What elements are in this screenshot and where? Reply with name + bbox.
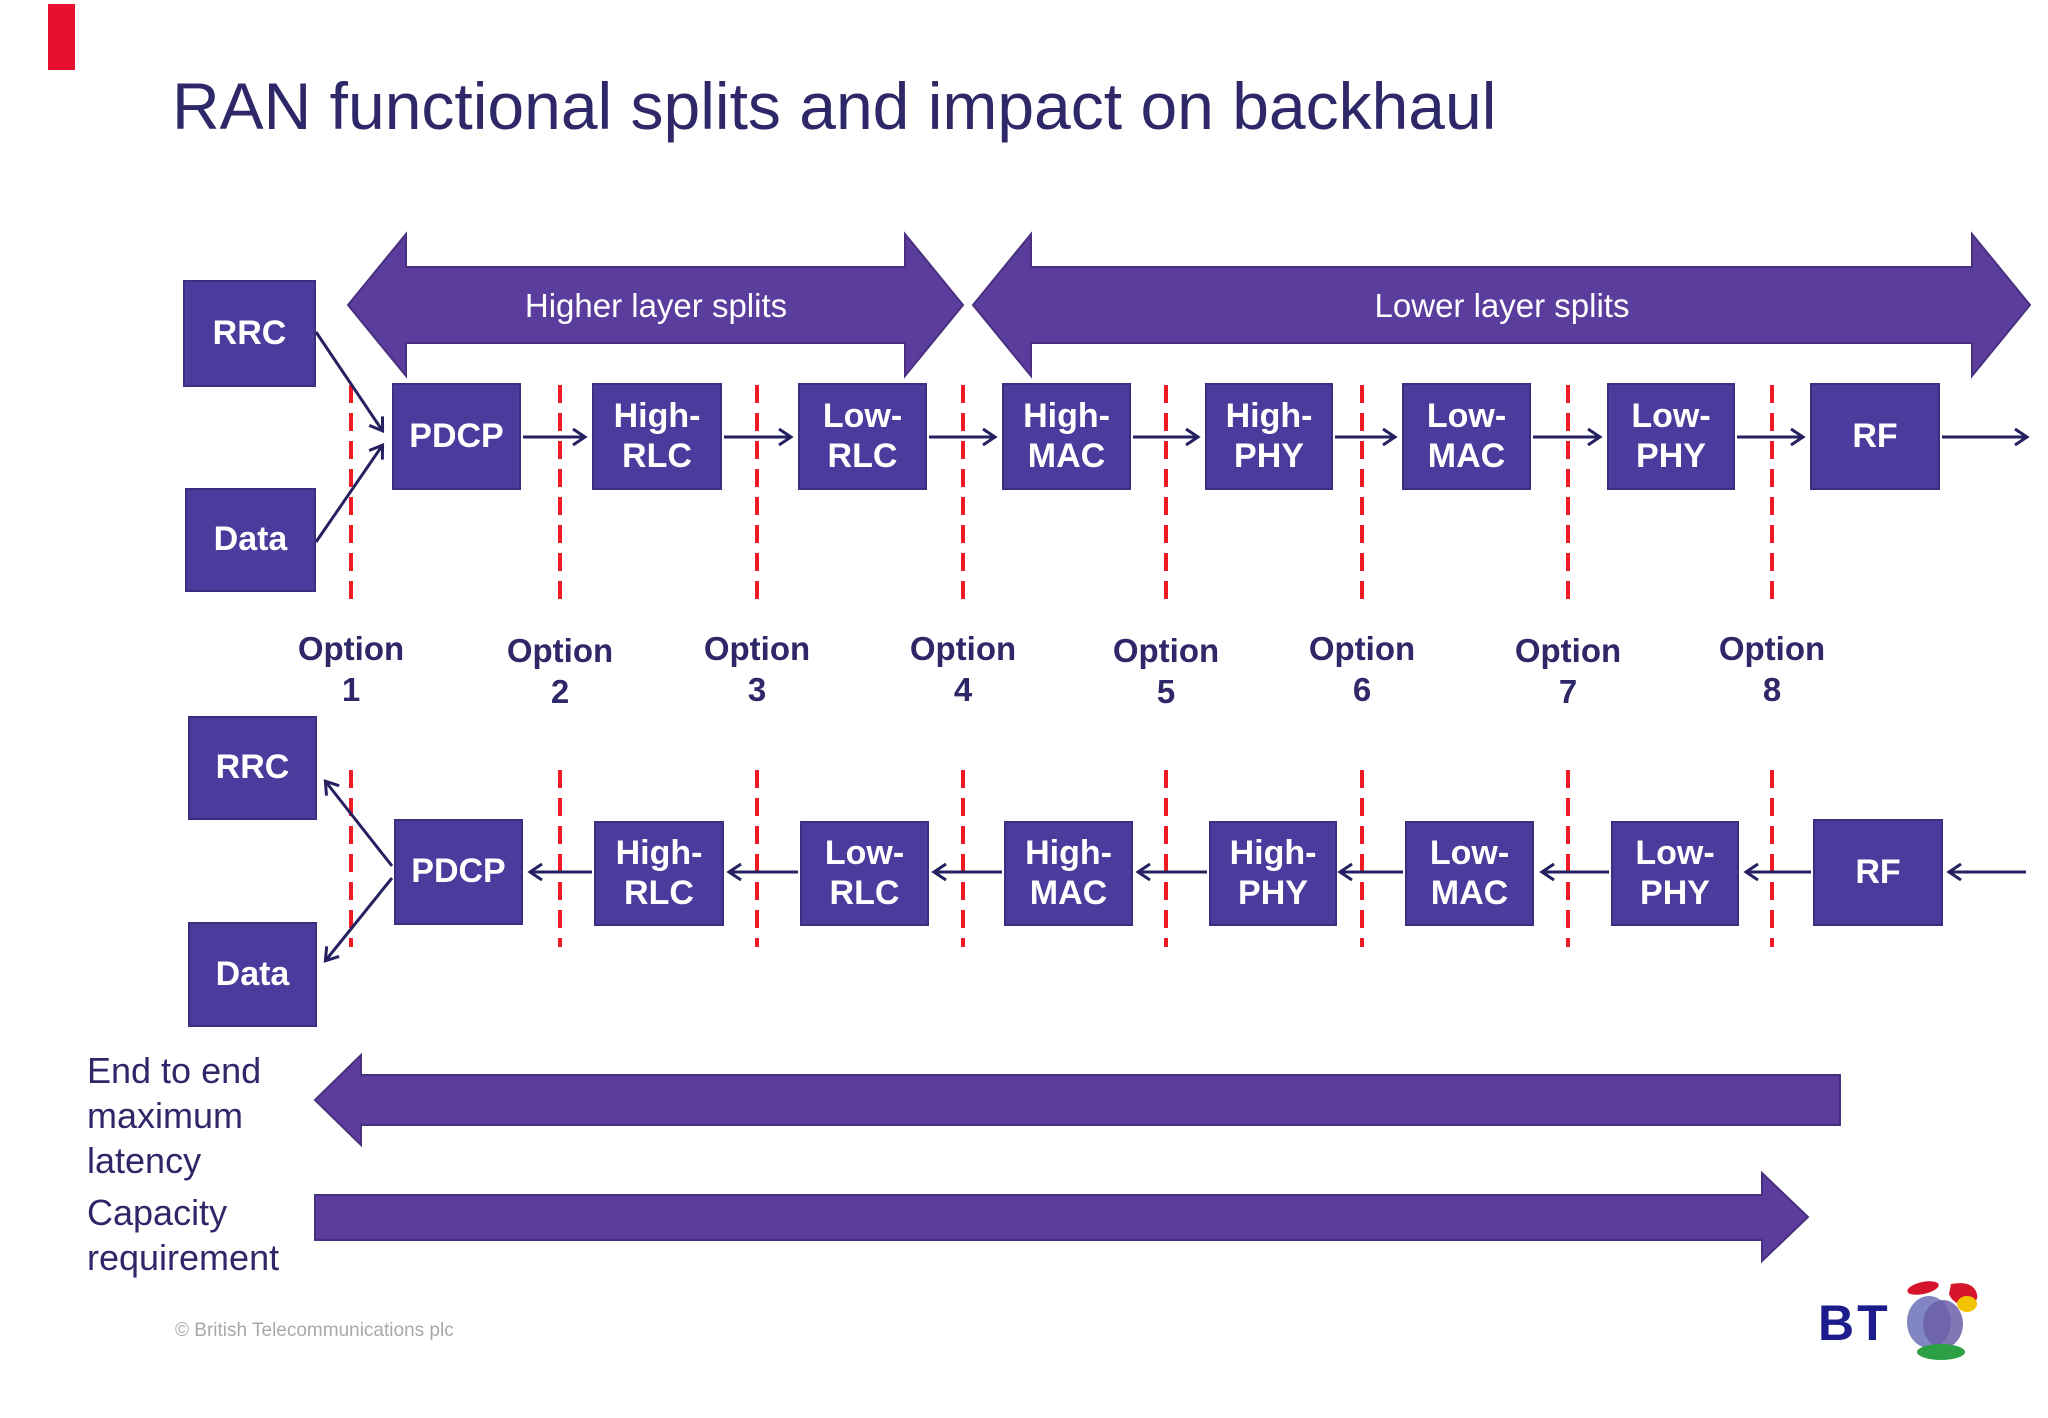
page-title: RAN functional splits and impact on back… xyxy=(172,69,1497,143)
bt-wordmark: BT xyxy=(1818,1295,1891,1351)
high-rlc-box-top: High- RLC xyxy=(592,383,722,490)
low-mac-box-bottom: Low- MAC xyxy=(1405,821,1534,926)
capacity-arrow xyxy=(314,1170,1810,1264)
red-marker xyxy=(48,4,75,70)
copyright-text: © British Telecommunications plc xyxy=(175,1320,454,1341)
lower-layer-splits-arrow xyxy=(971,231,2032,379)
latency-arrow xyxy=(313,1052,1841,1148)
high-rlc-box-bottom: High- RLC xyxy=(594,821,724,926)
low-mac-box-top: Low- MAC xyxy=(1402,383,1531,490)
bt-globe-icon xyxy=(1906,1281,1977,1360)
rf-box-top: RF xyxy=(1810,383,1940,490)
data-box-top: Data xyxy=(185,488,316,592)
uplink-connectors xyxy=(323,779,2026,963)
low-rlc-box-bottom: Low- RLC xyxy=(800,821,929,926)
data-box-bottom: Data xyxy=(188,922,317,1027)
high-phy-box-bottom: High- PHY xyxy=(1209,821,1337,926)
low-rlc-box-top: Low- RLC xyxy=(798,383,927,490)
higher-layer-splits-label: Higher layer splits xyxy=(524,287,788,324)
high-mac-box-top: High- MAC xyxy=(1002,383,1131,490)
rf-box-bottom: RF xyxy=(1813,819,1943,926)
rrc-box-top: RRC xyxy=(183,280,316,387)
pdcp-box-top: PDCP xyxy=(392,383,521,490)
bt-logo: BT xyxy=(1818,1278,1987,1368)
higher-layer-splits-arrow xyxy=(346,231,965,379)
option-split-lines xyxy=(349,385,1774,947)
capacity-label: Capacity requirement xyxy=(87,1192,280,1278)
lower-layer-splits-label: Lower layer splits xyxy=(1374,287,1630,324)
rrc-box-bottom: RRC xyxy=(188,716,317,820)
downlink-connectors xyxy=(314,331,2030,543)
low-phy-box-top: Low- PHY xyxy=(1607,383,1735,490)
high-mac-box-bottom: High- MAC xyxy=(1004,821,1133,926)
low-phy-box-bottom: Low- PHY xyxy=(1611,821,1739,926)
high-phy-box-top: High- PHY xyxy=(1205,383,1333,490)
latency-label: End to end maximum latency xyxy=(87,1050,262,1181)
pdcp-box-bottom: PDCP xyxy=(394,819,523,925)
